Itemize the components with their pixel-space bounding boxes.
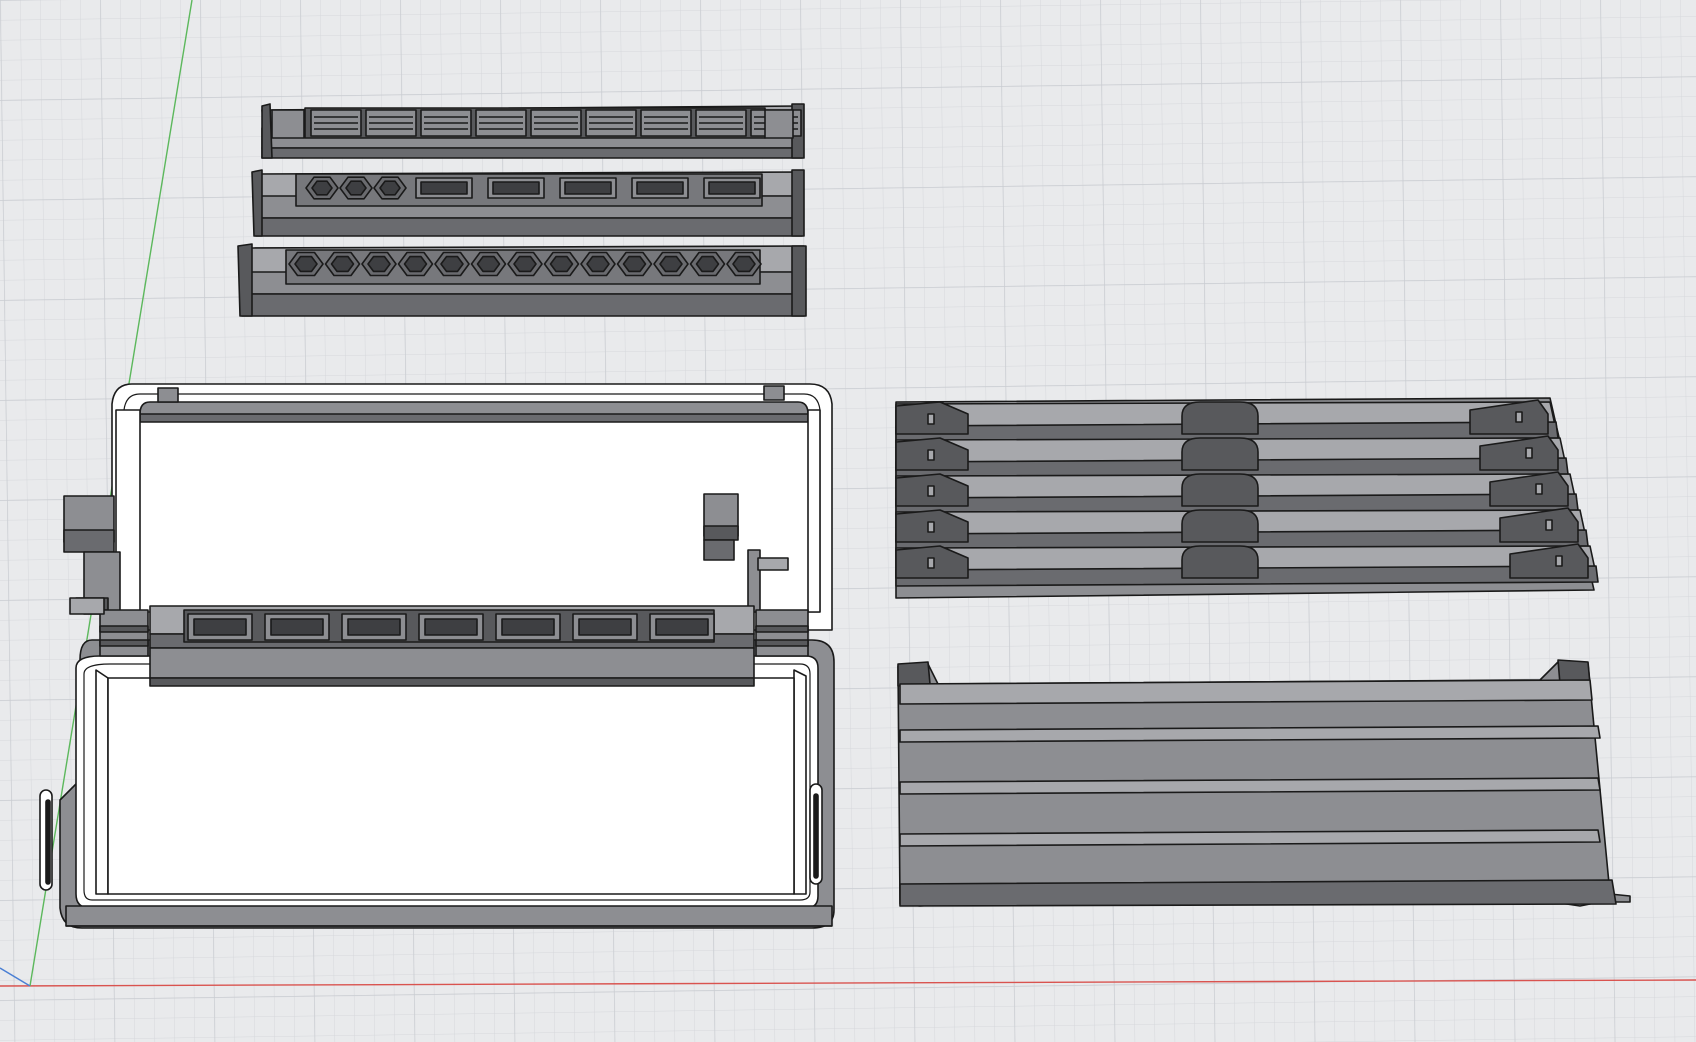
slot-group (310, 109, 802, 137)
rail-clip (1181, 509, 1259, 543)
tray-rib (899, 725, 1601, 743)
bit-rail-hex[interactable] (237, 243, 807, 317)
hex-bit-slot-inner (379, 180, 401, 196)
hex-bit-slot-inner (294, 255, 318, 273)
slot-group (288, 251, 762, 277)
rail-end-cap (1479, 435, 1559, 471)
hex-bit-slot-inner (403, 255, 428, 273)
tray-rib (899, 829, 1601, 847)
rail-pin (1535, 483, 1543, 495)
hex-bit-slot-inner (622, 255, 647, 273)
z-axis (0, 967, 31, 987)
rect-bit-slot-inner (501, 618, 555, 636)
x-axis (0, 979, 1696, 987)
rail-pin (927, 485, 935, 497)
rail-pin (927, 557, 935, 569)
rail-end-cap (1509, 543, 1589, 579)
hex-bit-slot-inner (732, 255, 756, 273)
rail-clip (1181, 401, 1259, 435)
hex-bit-slot-inner (695, 255, 720, 273)
tray-rib (899, 777, 1601, 795)
hex-bit-slot-inner (513, 255, 537, 273)
rail-clip (1181, 437, 1259, 471)
rail-end-cap (1499, 507, 1579, 543)
rail-pin (927, 449, 935, 461)
hex-bit-slot-inner (476, 255, 501, 273)
open-case-with-hinge[interactable] (39, 383, 835, 929)
hex-bit-slot-inner (311, 180, 333, 196)
rail-group (895, 399, 1599, 587)
rail-pin (1525, 447, 1533, 459)
bit-rail-slotted[interactable] (261, 103, 805, 159)
flat-ribbed-tray[interactable] (897, 659, 1631, 907)
rail-clip (1181, 545, 1259, 579)
rail-pin (1555, 555, 1563, 567)
rect-bit-slot-inner (655, 618, 709, 636)
rect-bit-slot-inner (424, 618, 478, 636)
bit-rail-mixed[interactable] (251, 169, 805, 237)
hex-bit-slot-inner (367, 255, 391, 273)
rect-bit-slot-inner (420, 181, 468, 195)
rect-bit-slot-inner (578, 618, 632, 636)
slot-group (187, 613, 715, 641)
rail-pin (1515, 411, 1523, 423)
hex-bit-slot-inner (586, 255, 610, 273)
y-axis (29, 0, 193, 987)
rect-bit-slot-inner (492, 181, 540, 195)
rect-bit-slot-inner (636, 181, 684, 195)
rail-pin (927, 521, 935, 533)
hex-bit-slot-inner (549, 255, 574, 273)
hex-bit-slot-inner (659, 255, 683, 273)
rect-bit-slot-inner (564, 181, 612, 195)
rail-pin (927, 413, 935, 425)
rail-end-cap (1469, 399, 1549, 435)
rect-bit-slot-inner (270, 618, 324, 636)
rect-bit-slot-inner (708, 181, 756, 195)
hex-bit-slot-inner (330, 255, 355, 273)
hex-bit-slot-inner (345, 180, 367, 196)
hex-bit-slot-inner (440, 255, 464, 273)
rail-end-cap (1489, 471, 1569, 507)
multi-rail-tray[interactable] (895, 397, 1599, 599)
rect-bit-slot-inner (347, 618, 401, 636)
axis-lines (0, 0, 1696, 987)
rail-pin (1545, 519, 1553, 531)
rail-clip (1181, 473, 1259, 507)
rect-bit-slot-inner (193, 618, 247, 636)
slot-group (305, 176, 761, 200)
rib-group (899, 725, 1601, 847)
